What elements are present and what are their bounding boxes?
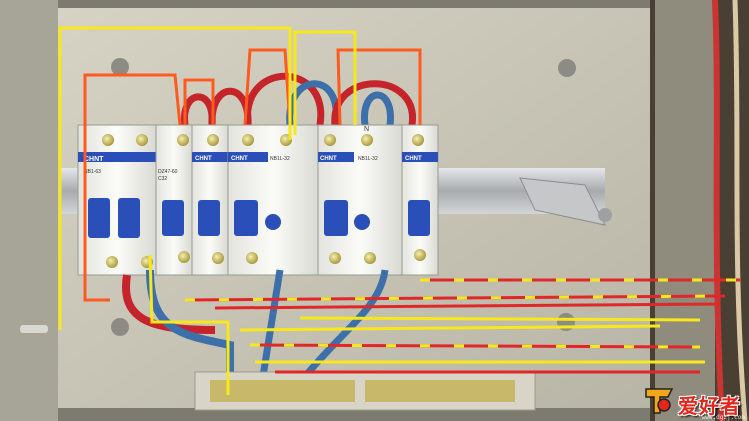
screw-icon [558,59,576,77]
rcd-1: CHNT NB1L-32 [227,124,319,276]
breaker-row: CHNT NB1-63 DZ47-60 C32 CHNT [77,124,439,276]
enclosure-left-wall [0,0,58,421]
breaker-2: DZ47-60 C32 [155,124,193,276]
screw-icon [242,134,254,146]
watermark-url: www.dgzj.com [701,414,745,421]
screw-icon [361,134,373,146]
test-button [265,214,281,230]
neutral-bus-bar [194,371,536,411]
rcd-2: CHNT NB1L-32 N [317,124,403,276]
brand-label: CHNT [195,156,212,162]
neutral-wire-markers [58,26,357,395]
hinge-pin [20,325,48,333]
screw-icon [329,252,341,264]
test-button [354,214,370,230]
breaker-3: CHNT [191,124,229,276]
screw-icon [246,252,258,264]
breaker-model: NB1-63 [84,169,101,175]
breaker-model: NB1L-32 [270,156,290,162]
wood-worker-logo-icon [642,383,676,417]
enclosure-right-wall [655,0,715,421]
screw-icon [178,251,190,263]
breaker-rating: C32 [158,176,167,182]
rail-clamp [519,177,606,226]
watermark-text: 爱好者 [678,394,741,418]
breaker-model: DZ47-60 [158,169,178,175]
screw-icon [414,249,426,261]
screw-icon [324,134,336,146]
brand-label: CHNT [84,156,104,163]
screw-icon [111,318,129,336]
circuit-marker-lines [184,278,740,374]
screw-icon [177,134,189,146]
screw-icon [412,134,424,146]
screw-icon [598,208,612,222]
screw-icon [212,252,224,264]
brand-label: CHNT [320,156,337,162]
external-red-wire [712,0,725,421]
breaker-main: CHNT NB1-63 [77,124,157,276]
brand-label: CHNT [231,156,248,162]
live-wire-markers [83,48,422,302]
screw-icon [106,256,118,268]
screw-icon [111,58,129,76]
brand-label: CHNT [405,156,422,162]
screw-icon [207,134,219,146]
breaker-model: NB1L-32 [358,156,378,162]
screw-icon [136,134,148,146]
screw-icon [102,134,114,146]
screw-icon [364,252,376,264]
external-beige-wire [732,0,748,421]
breaker-6: CHNT [401,124,439,276]
watermark-logo: 爱好者 [642,383,741,417]
neutral-terminal-label: N [364,126,369,133]
